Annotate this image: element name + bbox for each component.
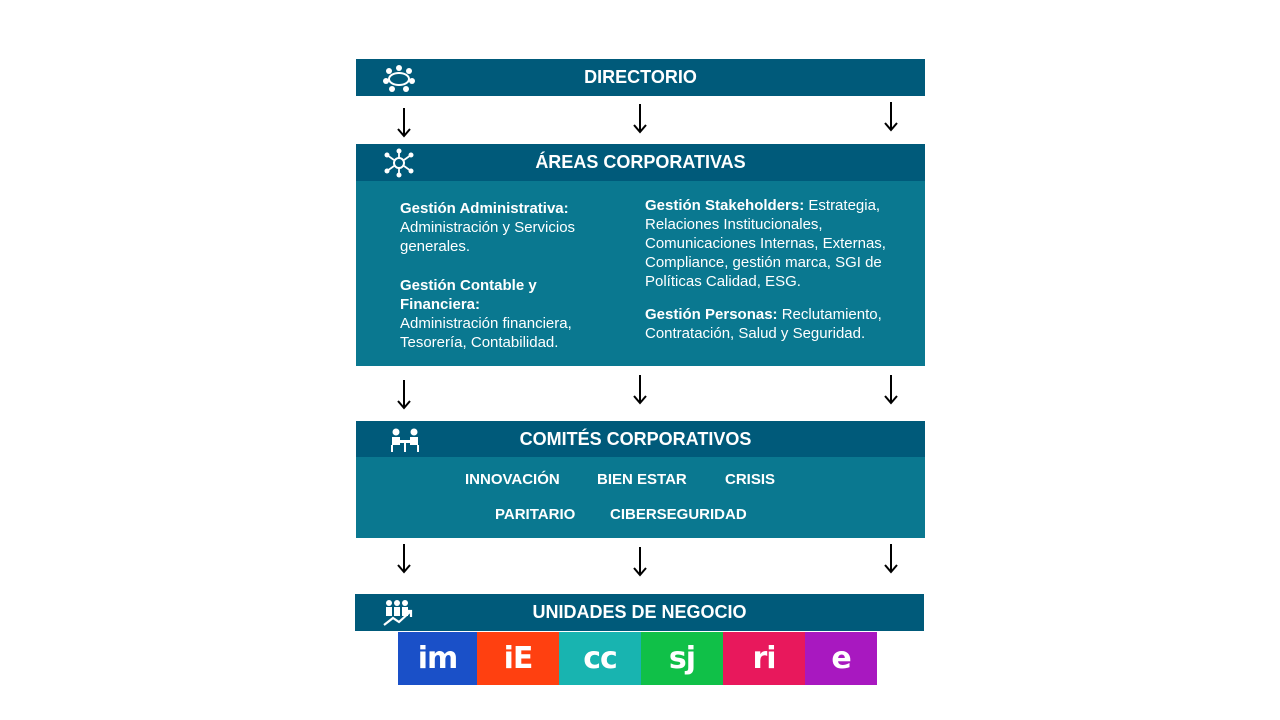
arrow-down-icon	[397, 108, 411, 138]
area-gestion-contable: Gestión Contable y Financiera: Administr…	[400, 277, 572, 351]
logo-sj[interactable]: sj	[641, 632, 723, 685]
comite-bien-estar: BIEN ESTAR	[597, 471, 687, 488]
areas-title: ÁREAS CORPORATIVAS	[535, 152, 746, 172]
comite-paritario: PARITARIO	[495, 506, 576, 523]
comites-panel: INNOVACIÓN BIEN ESTAR CRISIS PARITARIO C…	[356, 457, 925, 538]
areas-header: ÁREAS CORPORATIVAS	[356, 144, 925, 181]
comites-title: COMITÉS CORPORATIVOS	[519, 428, 752, 449]
comite-innovacion: INNOVACIÓN	[465, 471, 560, 488]
arrow-down-icon	[884, 375, 898, 405]
network-hub-icon	[384, 148, 414, 178]
logo-ri[interactable]: ri	[723, 632, 805, 685]
arrow-down-icon	[633, 375, 647, 405]
areas-panel: Gestión Administrativa: Administración y…	[356, 181, 925, 366]
directorio-header: DIRECTORIO	[356, 59, 925, 96]
logo-e[interactable]: e	[805, 632, 877, 685]
arrow-down-icon	[633, 104, 647, 134]
comite-ciberseguridad: CIBERSEGURIDAD	[610, 506, 747, 523]
business-unit-logos: im iE cc sj ri e	[398, 632, 877, 685]
arrow-down-icon	[397, 544, 411, 574]
arrow-down-icon	[884, 544, 898, 574]
unidades-title: UNIDADES DE NEGOCIO	[532, 602, 747, 622]
logo-im[interactable]: im	[398, 632, 477, 685]
area-gestion-administrativa: Gestión Administrativa: Administración y…	[400, 200, 576, 255]
area-gestion-stakeholders: Gestión Stakeholders: Estrategia, Relaci…	[645, 197, 886, 290]
logo-ie[interactable]: iE	[477, 632, 559, 685]
arrow-down-icon	[397, 380, 411, 410]
growth-team-icon	[383, 600, 413, 626]
comites-header: COMITÉS CORPORATIVOS	[356, 421, 925, 457]
meeting-table-icon	[383, 65, 415, 92]
arrow-down-icon	[884, 102, 898, 132]
directorio-title: DIRECTORIO	[584, 67, 697, 87]
comite-crisis: CRISIS	[725, 471, 776, 488]
arrow-down-icon	[633, 547, 647, 577]
unidades-header: UNIDADES DE NEGOCIO	[355, 594, 924, 631]
area-gestion-personas: Gestión Personas: Reclutamiento, Contrat…	[645, 306, 882, 342]
logo-cc[interactable]: cc	[559, 632, 641, 685]
meeting-people-icon	[391, 428, 419, 452]
